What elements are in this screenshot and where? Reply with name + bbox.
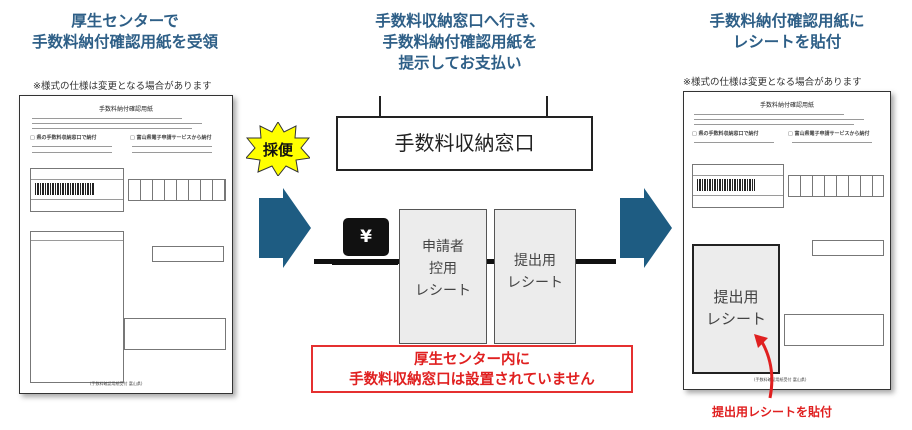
barcode bbox=[35, 183, 95, 195]
step1-heading-line1: 厚生センターで bbox=[71, 12, 179, 30]
payment-window-sign: 手数料収納窓口 bbox=[336, 116, 593, 171]
barcode-right bbox=[697, 179, 755, 191]
form-option-b-right: □ 富山県電子申請サービスから納付 bbox=[788, 131, 870, 137]
form-option-b: □ 富山県電子申請サービスから納付 bbox=[130, 135, 212, 141]
yen-symbol: ¥ bbox=[360, 227, 372, 247]
attached-receipt-line2: レシート bbox=[705, 310, 766, 328]
window-hanger-left bbox=[379, 96, 381, 116]
form-field-table-right bbox=[692, 164, 784, 208]
form-footer-right: (手数料確認用紙受付 富山県) bbox=[754, 377, 807, 382]
yen-register-icon: ¥ bbox=[343, 218, 389, 256]
receipt-submission-copy: 提出用 レシート bbox=[494, 209, 576, 344]
step2-heading-line1: 手数料収納窓口へ行き、 bbox=[375, 12, 545, 30]
receipt-submission-line1: 提出用 bbox=[514, 253, 556, 269]
form-field-table bbox=[30, 168, 124, 212]
stamp-label: 採便 bbox=[262, 141, 293, 159]
payment-window-label: 手数料収納窓口 bbox=[394, 131, 535, 155]
receipt-applicant-line2: 控用 bbox=[429, 261, 457, 277]
step1-heading: 厚生センターで 手数料納付確認用紙を受領 bbox=[10, 11, 240, 53]
form-date-box bbox=[152, 246, 224, 262]
step2-heading-line2: 手数料納付確認用紙を bbox=[382, 33, 538, 51]
form-option-a-right: □ 県の手数料収納窓口で納付 bbox=[692, 131, 759, 137]
receipt-applicant-line1: 申請者 bbox=[422, 239, 464, 255]
flow-arrow-1 bbox=[259, 188, 311, 268]
step1-heading-line2: 手数料納付確認用紙を受領 bbox=[31, 33, 218, 51]
attach-pointer-arrow bbox=[748, 328, 788, 400]
form-number-cells-right bbox=[788, 175, 884, 197]
warning-box: 厚生センター内に 手数料収納窓口は設置されていません bbox=[311, 345, 633, 393]
step2-heading-line3: 提示してお支払い bbox=[398, 54, 522, 72]
step1-note: ※様式の仕様は変更となる場合があります bbox=[33, 81, 212, 92]
form-document-left: 手数料納付確認用紙 □ 県の手数料収納窓口で納付 □ 富山県電子申請サービスから… bbox=[19, 95, 233, 394]
step3-heading: 手数料納付確認用紙に レシートを貼付 bbox=[672, 11, 902, 53]
attach-label: 提出用レシートを貼付 bbox=[712, 405, 833, 419]
register-base bbox=[332, 259, 398, 265]
form-footer: (手数料確認用紙受付 富山県) bbox=[90, 381, 143, 386]
warning-line2: 手数料収納窓口は設置されていません bbox=[349, 372, 595, 388]
attached-receipt-line1: 提出用 bbox=[713, 288, 759, 306]
warning-line1: 厚生センター内に bbox=[414, 352, 530, 368]
form-document-right: 手数料納付確認用紙 □ 県の手数料収納窓口で納付 □ 富山県電子申請サービスから… bbox=[683, 91, 891, 390]
form-receipt-area bbox=[30, 231, 124, 383]
form-number-cells bbox=[128, 179, 226, 201]
receipt-applicant-line3: レシート bbox=[415, 283, 471, 299]
form-date-box-right bbox=[812, 240, 884, 256]
form-title: 手数料納付確認用紙 bbox=[98, 106, 153, 113]
step2-heading: 手数料収納窓口へ行き、 手数料納付確認用紙を 提示してお支払い bbox=[330, 11, 590, 74]
window-hanger-right bbox=[546, 96, 548, 116]
form-option-a: □ 県の手数料収納窓口で納付 bbox=[30, 135, 97, 141]
step3-heading-line1: 手数料納付確認用紙に bbox=[709, 12, 865, 30]
receipt-submission-line2: レシート bbox=[507, 275, 563, 291]
receipt-applicant-copy: 申請者 控用 レシート bbox=[399, 209, 487, 344]
form-title-right: 手数料納付確認用紙 bbox=[759, 102, 814, 109]
step3-note: ※様式の仕様は変更となる場合があります bbox=[683, 77, 862, 88]
stamp-badge: 採便 bbox=[245, 121, 311, 177]
form-signature-box-right bbox=[784, 314, 884, 346]
form-signature-box bbox=[124, 318, 226, 350]
step3-heading-line2: レシートを貼付 bbox=[732, 33, 842, 51]
flow-arrow-2 bbox=[620, 188, 672, 268]
